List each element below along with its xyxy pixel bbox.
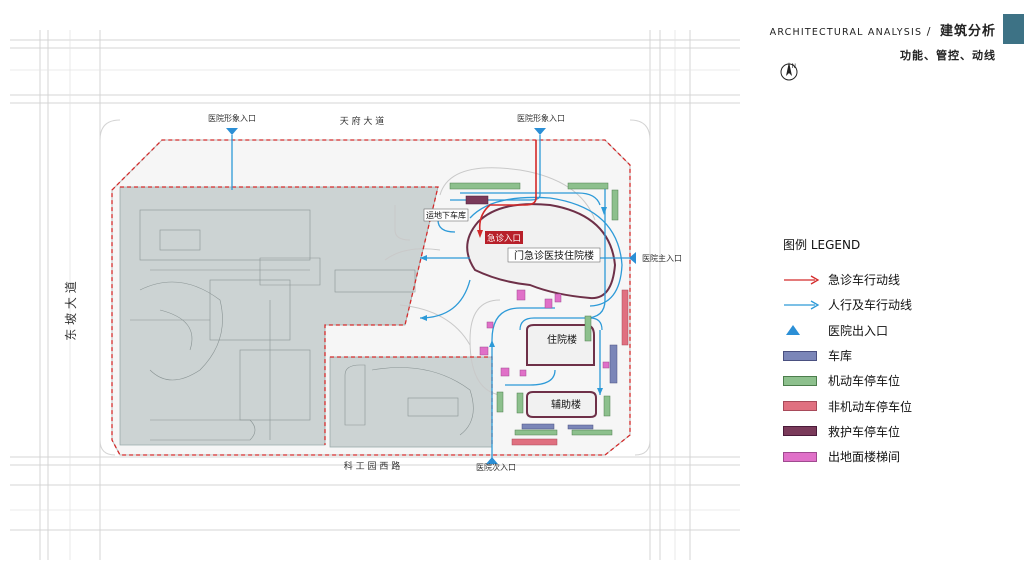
emergency-route — [478, 140, 537, 233]
north-label: N — [792, 63, 797, 70]
legend-title: 图例 LEGEND — [783, 238, 861, 252]
legend-label: 医院出入口 — [828, 323, 889, 338]
red-boundary-line — [111, 139, 631, 456]
legend-item-ambulance-parking: 救护车停车位 — [783, 419, 912, 444]
auxiliary-building — [526, 391, 597, 418]
ambulance-parking-swatch-icon — [783, 426, 817, 437]
car-parking — [449, 182, 619, 436]
plan-detail — [130, 209, 474, 441]
legend: 图例 LEGEND 急诊车行动线 人行及车行动线 医院出入口 车库 机动车停车位… — [783, 236, 912, 469]
legend-label: 出地面楼梯间 — [828, 450, 901, 465]
red-dashed-arrow-icon — [783, 275, 823, 285]
entrance-markers — [226, 128, 636, 464]
stair-swatch-icon — [783, 451, 817, 462]
blue-triangle-icon — [783, 324, 823, 336]
accent-bar — [1003, 14, 1024, 44]
garage-swatch-icon — [783, 350, 817, 361]
legend-item-car-parking: 机动车停车位 — [783, 368, 912, 393]
label-main-entry-east: 医院主入口 — [642, 253, 682, 263]
page-subtitle: 功能、管控、动线 — [900, 49, 996, 62]
bike-parking — [511, 289, 629, 446]
legend-item-stairs: 出地面楼梯间 — [783, 444, 912, 469]
page-title: ARCHITECTURAL ANALYSIS / 建筑分析 — [770, 20, 996, 39]
title-separator: / — [922, 25, 936, 38]
title-en: ARCHITECTURAL ANALYSIS — [769, 27, 923, 38]
label-outpatient-building: 门急诊医技住院楼 — [514, 249, 594, 262]
legend-label: 人行及车行动线 — [828, 298, 913, 313]
ambulance-parking — [465, 195, 489, 205]
label-main-entrance-left: 医院形象入口 — [208, 113, 256, 123]
stairs — [479, 289, 610, 377]
legend-item-bike-parking: 非机动车停车位 — [783, 393, 912, 418]
legend-item-entrance: 医院出入口 — [783, 318, 912, 343]
blue-arrow-icon — [783, 300, 823, 310]
label-emergency-entry: 急诊入口 — [487, 233, 521, 244]
label-main-entrance-right: 医院形象入口 — [517, 113, 565, 123]
legend-label: 非机动车停车位 — [828, 399, 913, 414]
legend-item-emergency-route: 急诊车行动线 — [783, 267, 912, 292]
header: ARCHITECTURAL ANALYSIS / 建筑分析 功能、管控、动线 — [770, 20, 996, 63]
title-cn: 建筑分析 — [939, 24, 996, 39]
road-west-label: 东 坡 大 道 — [64, 281, 78, 340]
bike-parking-swatch-icon — [783, 401, 817, 412]
label-secondary-entry: 医院次入口 — [476, 462, 516, 472]
shaded-zone-south — [329, 356, 493, 448]
label-auxiliary-building: 辅助楼 — [551, 398, 581, 411]
road-north-label: 天 府 大 道 — [340, 115, 385, 127]
site-plan: 天 府 大 道 科 工 园 西 路 东 坡 大 道 医院形象入口 医院形象入口 … — [10, 30, 740, 560]
label-inpatient-building: 住院楼 — [547, 333, 577, 346]
road-lines — [10, 30, 740, 560]
legend-label: 急诊车行动线 — [828, 273, 901, 288]
legend-label: 救护车停车位 — [828, 424, 901, 439]
legend-item-garage: 车库 — [783, 343, 912, 368]
legend-label: 机动车停车位 — [828, 374, 901, 389]
label-underground-garage: 运地下车库 — [426, 210, 466, 220]
road-south-label: 科 工 园 西 路 — [344, 460, 400, 472]
legend-label: 车库 — [828, 349, 853, 364]
car-parking-swatch-icon — [783, 375, 817, 386]
garages — [521, 344, 618, 430]
north-arrow-icon: N — [779, 60, 799, 86]
legend-item-flow-route: 人行及车行动线 — [783, 292, 912, 317]
